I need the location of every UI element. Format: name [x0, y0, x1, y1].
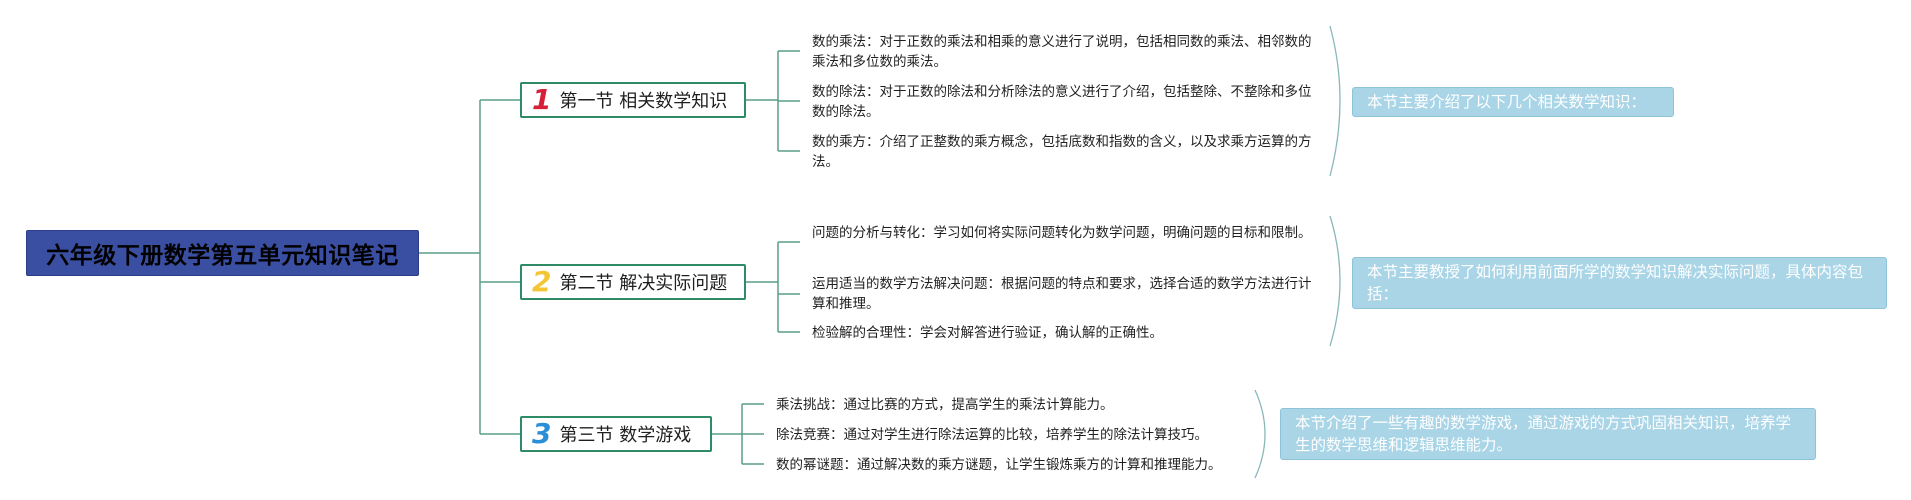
summary-text: 本节介绍了一些有趣的数学游戏，通过游戏的方式巩固相关知识，培养学生的数学思维和逻… — [1295, 414, 1792, 454]
root-topic[interactable]: 六年级下册数学第五单元知识笔记 — [26, 230, 419, 276]
item-title: 乘法挑战 — [776, 397, 830, 413]
section-label-3: 第三节 数学游戏 — [559, 425, 692, 446]
section-3-item-2[interactable]: 除法竞赛：通过对学生进行除法运算的比较，培养学生的除法计算技巧。 — [776, 425, 1256, 445]
section-2-item-2[interactable]: 运用适当的数学方法解决问题：根据问题的特点和要求，选择合适的数学方法进行计算和推… — [812, 274, 1312, 314]
section-label-2: 第二节 解决实际问题 — [559, 273, 728, 294]
summary-text: 本节主要教授了如何利用前面所学的数学知识解决实际问题，具体内容包括： — [1367, 263, 1864, 303]
item-title: 数的乘法 — [812, 34, 866, 50]
summary-text: 本节主要介绍了以下几个相关数学知识： — [1367, 93, 1647, 111]
section-3-item-1[interactable]: 乘法挑战：通过比赛的方式，提高学生的乘法计算能力。 — [776, 395, 1256, 415]
item-separator: ： — [830, 427, 844, 443]
summary-bracket-3 — [1254, 389, 1266, 479]
item-text: 通过对学生进行除法运算的比较，培养学生的除法计算技巧。 — [843, 427, 1209, 443]
item-title: 除法竞赛 — [776, 427, 830, 443]
item-text: 对于正数的除法和分析除法的意义进行了介绍，包括整除、不整除和多位数的除法。 — [812, 84, 1312, 120]
item-text: 根据问题的特点和要求，选择合适的数学方法进行计算和推理。 — [812, 276, 1312, 312]
root-title: 六年级下册数学第五单元知识笔记 — [46, 243, 399, 269]
section-1-summary[interactable]: 本节主要介绍了以下几个相关数学知识： — [1352, 87, 1674, 117]
item-title: 运用适当的数学方法解决问题 — [812, 276, 988, 292]
item-text: 介绍了正整数的乘方概念，包括底数和指数的含义，以及求乘方运算的方法。 — [812, 134, 1312, 170]
section-label-1: 第一节 相关数学知识 — [559, 91, 728, 112]
item-title: 数的幂谜题 — [776, 457, 844, 473]
item-separator: ： — [830, 397, 844, 413]
section-number-1: 1 — [532, 83, 552, 116]
item-text: 通过解决数的乘方谜题，让学生锻炼乘方的计算和推理能力。 — [857, 457, 1222, 473]
item-separator: ： — [843, 457, 858, 473]
item-text: 学会对解答进行验证，确认解的正确性。 — [920, 325, 1163, 341]
item-title: 问题的分析与转化 — [812, 225, 920, 241]
section-2-summary[interactable]: 本节主要教授了如何利用前面所学的数学知识解决实际问题，具体内容包括： — [1352, 257, 1887, 309]
item-separator: ： — [866, 84, 880, 100]
summary-bracket-2 — [1329, 215, 1341, 347]
item-text: 通过比赛的方式，提高学生的乘法计算能力。 — [843, 397, 1114, 413]
item-separator: ： — [987, 276, 1002, 292]
section-2-item-3[interactable]: 检验解的合理性：学会对解答进行验证，确认解的正确性。 — [812, 323, 1312, 343]
section-1-item-1[interactable]: 数的乘法：对于正数的乘法和相乘的意义进行了说明，包括相同数的乘法、相邻数的乘法和… — [812, 32, 1312, 72]
section-number-3: 3 — [532, 417, 552, 450]
section-3-item-3[interactable]: 数的幂谜题：通过解决数的乘方谜题，让学生锻炼乘方的计算和推理能力。 — [776, 455, 1256, 475]
item-title: 检验解的合理性 — [812, 325, 907, 341]
item-separator: ： — [920, 225, 934, 241]
section-number-2: 2 — [532, 265, 552, 298]
item-title: 数的除法 — [812, 84, 866, 100]
summary-bracket-1 — [1329, 25, 1341, 177]
section-node-3[interactable]: 3 第三节 数学游戏 — [520, 416, 712, 452]
section-node-1[interactable]: 1 第一节 相关数学知识 — [520, 82, 746, 118]
section-1-item-2[interactable]: 数的除法：对于正数的除法和分析除法的意义进行了介绍，包括整除、不整除和多位数的除… — [812, 82, 1312, 122]
section-3-summary[interactable]: 本节介绍了一些有趣的数学游戏，通过游戏的方式巩固相关知识，培养学生的数学思维和逻… — [1280, 408, 1816, 460]
section-node-2[interactable]: 2 第二节 解决实际问题 — [520, 264, 746, 300]
item-title: 数的乘方 — [812, 134, 866, 150]
item-text: 对于正数的乘法和相乘的意义进行了说明，包括相同数的乘法、相邻数的乘法和多位数的乘… — [812, 34, 1312, 70]
section-2-item-1[interactable]: 问题的分析与转化：学习如何将实际问题转化为数学问题，明确问题的目标和限制。 — [812, 223, 1312, 243]
item-separator: ： — [906, 325, 921, 341]
item-text: 学习如何将实际问题转化为数学问题，明确问题的目标和限制。 — [933, 225, 1312, 241]
item-separator: ： — [866, 134, 880, 150]
section-1-item-3[interactable]: 数的乘方：介绍了正整数的乘方概念，包括底数和指数的含义，以及求乘方运算的方法。 — [812, 132, 1312, 172]
item-separator: ： — [866, 34, 880, 50]
